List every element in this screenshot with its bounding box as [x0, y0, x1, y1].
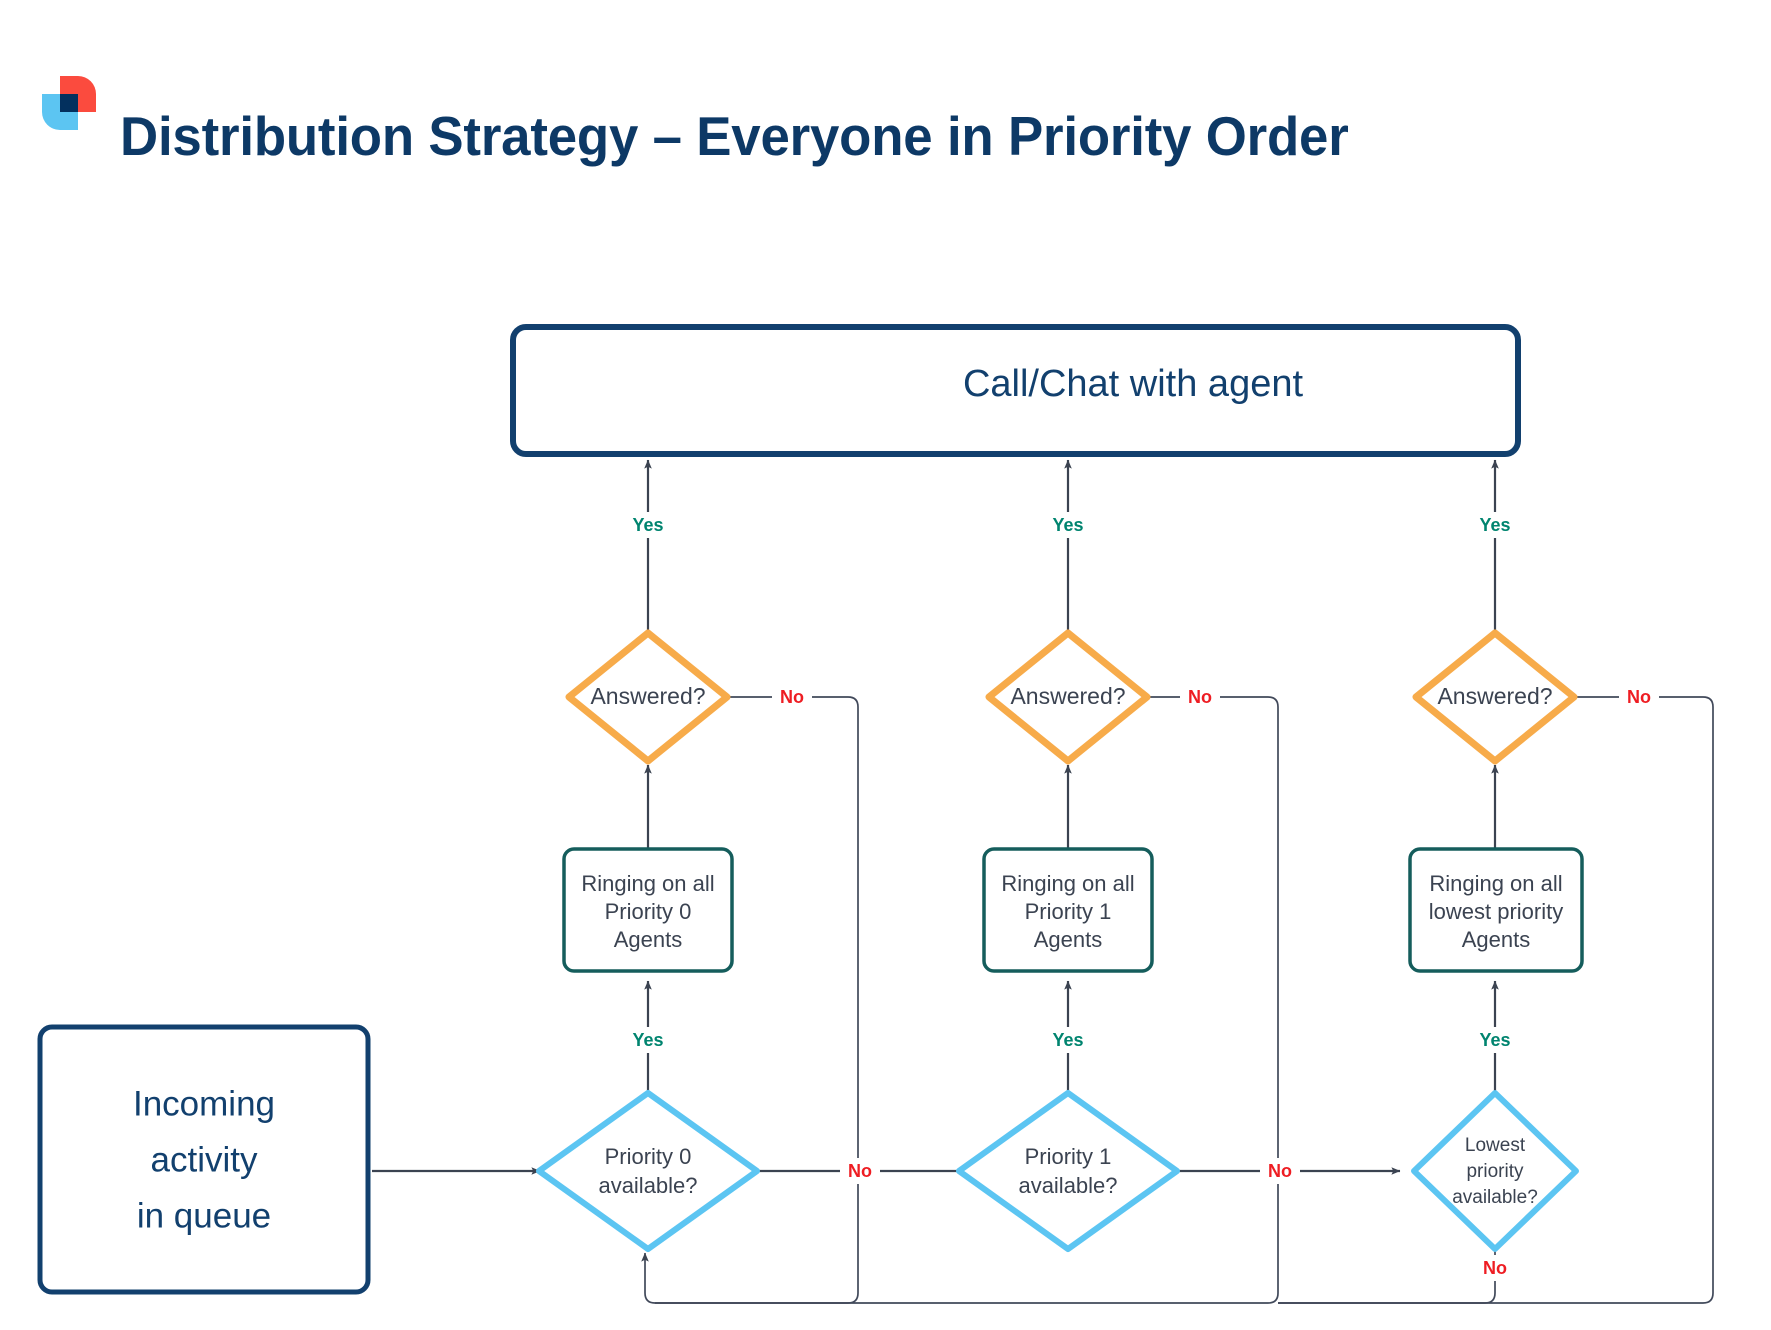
- ringing-priority-1-line-1: Ringing on all: [1001, 871, 1134, 896]
- incoming-activity-line-2: activity: [151, 1140, 258, 1179]
- lowest-priority-available-diamond[interactable]: [1411, 1090, 1579, 1252]
- page-title: Distribution Strategy – Everyone in Prio…: [120, 105, 1349, 167]
- label-no-answered-1: No: [1188, 687, 1212, 707]
- ringing-priority-0-box[interactable]: [562, 847, 734, 973]
- priority-0-available-line-2: available?: [598, 1173, 697, 1198]
- label-yes-priority-0: Yes: [632, 1030, 663, 1050]
- call-chat-label: Call/Chat with agent: [963, 363, 1304, 405]
- label-no-lowest-priority: No: [1483, 1258, 1507, 1278]
- answered-2-diamond[interactable]: [1412, 629, 1578, 765]
- answered-2-label: Answered?: [1437, 683, 1552, 709]
- node-priority-0-available[interactable]: Priority 0 available?: [536, 1090, 760, 1252]
- ringing-priority-1-line-2: Priority 1: [1025, 899, 1112, 924]
- node-ringing-priority-0[interactable]: Ringing on all Priority 0 Agents: [562, 847, 734, 973]
- ringing-priority-0-line-1: Ringing on all: [581, 871, 714, 896]
- edge-lowest-no: [1278, 1237, 1496, 1304]
- label-yes-answered-0: Yes: [632, 515, 663, 535]
- ringing-priority-1-line-3: Agents: [1034, 927, 1103, 952]
- answered-0-label: Answered?: [590, 683, 705, 709]
- label-no-priority-0: No: [848, 1161, 872, 1181]
- brand-logo: [42, 76, 96, 130]
- node-ringing-priority-1[interactable]: Ringing on all Priority 1 Agents: [982, 847, 1154, 973]
- priority-0-available-diamond[interactable]: [536, 1090, 760, 1252]
- node-answered-0[interactable]: Answered?: [565, 629, 731, 765]
- priority-0-available-line-1: Priority 0: [605, 1144, 692, 1169]
- edge-answered2-no: [1278, 696, 1714, 1304]
- node-answered-1[interactable]: Answered?: [985, 629, 1151, 765]
- ringing-priority-0-line-3: Agents: [614, 927, 683, 952]
- ringing-priority-0-line-2: Priority 0: [605, 899, 692, 924]
- ringing-priority-1-box[interactable]: [982, 847, 1154, 973]
- node-lowest-priority-available[interactable]: Lowest priority available?: [1411, 1090, 1579, 1252]
- answered-1-diamond[interactable]: [985, 629, 1151, 765]
- node-call-chat-with-agent[interactable]: Call/Chat with agent: [510, 324, 1521, 457]
- node-priority-1-available[interactable]: Priority 1 available?: [956, 1090, 1180, 1252]
- incoming-activity-line-3: in queue: [137, 1196, 271, 1235]
- node-incoming-activity[interactable]: Incoming activity in queue: [37, 1024, 371, 1295]
- node-ringing-lowest-priority[interactable]: Ringing on all lowest priority Agents: [1408, 847, 1584, 973]
- label-yes-answered-1: Yes: [1052, 515, 1083, 535]
- label-no-priority-1: No: [1268, 1161, 1292, 1181]
- answered-1-label: Answered?: [1010, 683, 1125, 709]
- label-no-answered-2: No: [1627, 687, 1651, 707]
- edge-labels: Yes Yes Yes Yes Yes Yes No No No No No N…: [622, 512, 1659, 1281]
- label-yes-lowest-priority: Yes: [1479, 1030, 1510, 1050]
- lowest-priority-available-line-1: Lowest: [1465, 1135, 1526, 1156]
- priority-1-available-line-2: available?: [1018, 1173, 1117, 1198]
- priority-1-available-line-1: Priority 1: [1025, 1144, 1112, 1169]
- priority-1-available-diamond[interactable]: [956, 1090, 1180, 1252]
- label-yes-priority-1: Yes: [1052, 1030, 1083, 1050]
- label-yes-answered-2: Yes: [1479, 515, 1510, 535]
- label-no-answered-0: No: [780, 687, 804, 707]
- answered-0-diamond[interactable]: [565, 629, 731, 765]
- ringing-lowest-priority-line-2: lowest priority: [1429, 899, 1563, 924]
- lowest-priority-available-line-3: available?: [1452, 1187, 1538, 1208]
- logo-navy-overlap: [60, 94, 78, 112]
- edge-answered1-no: [858, 696, 1279, 1304]
- lowest-priority-available-line-2: priority: [1466, 1161, 1524, 1182]
- edge-feedback-loop: [641, 1252, 858, 1304]
- call-chat-box[interactable]: [510, 324, 1521, 457]
- ringing-lowest-priority-line-3: Agents: [1462, 927, 1531, 952]
- incoming-activity-line-1: Incoming: [133, 1084, 275, 1123]
- ringing-lowest-priority-line-1: Ringing on all: [1429, 871, 1562, 896]
- ringing-lowest-priority-box[interactable]: [1408, 847, 1584, 973]
- node-answered-2[interactable]: Answered?: [1412, 629, 1578, 765]
- incoming-activity-box[interactable]: [37, 1024, 371, 1295]
